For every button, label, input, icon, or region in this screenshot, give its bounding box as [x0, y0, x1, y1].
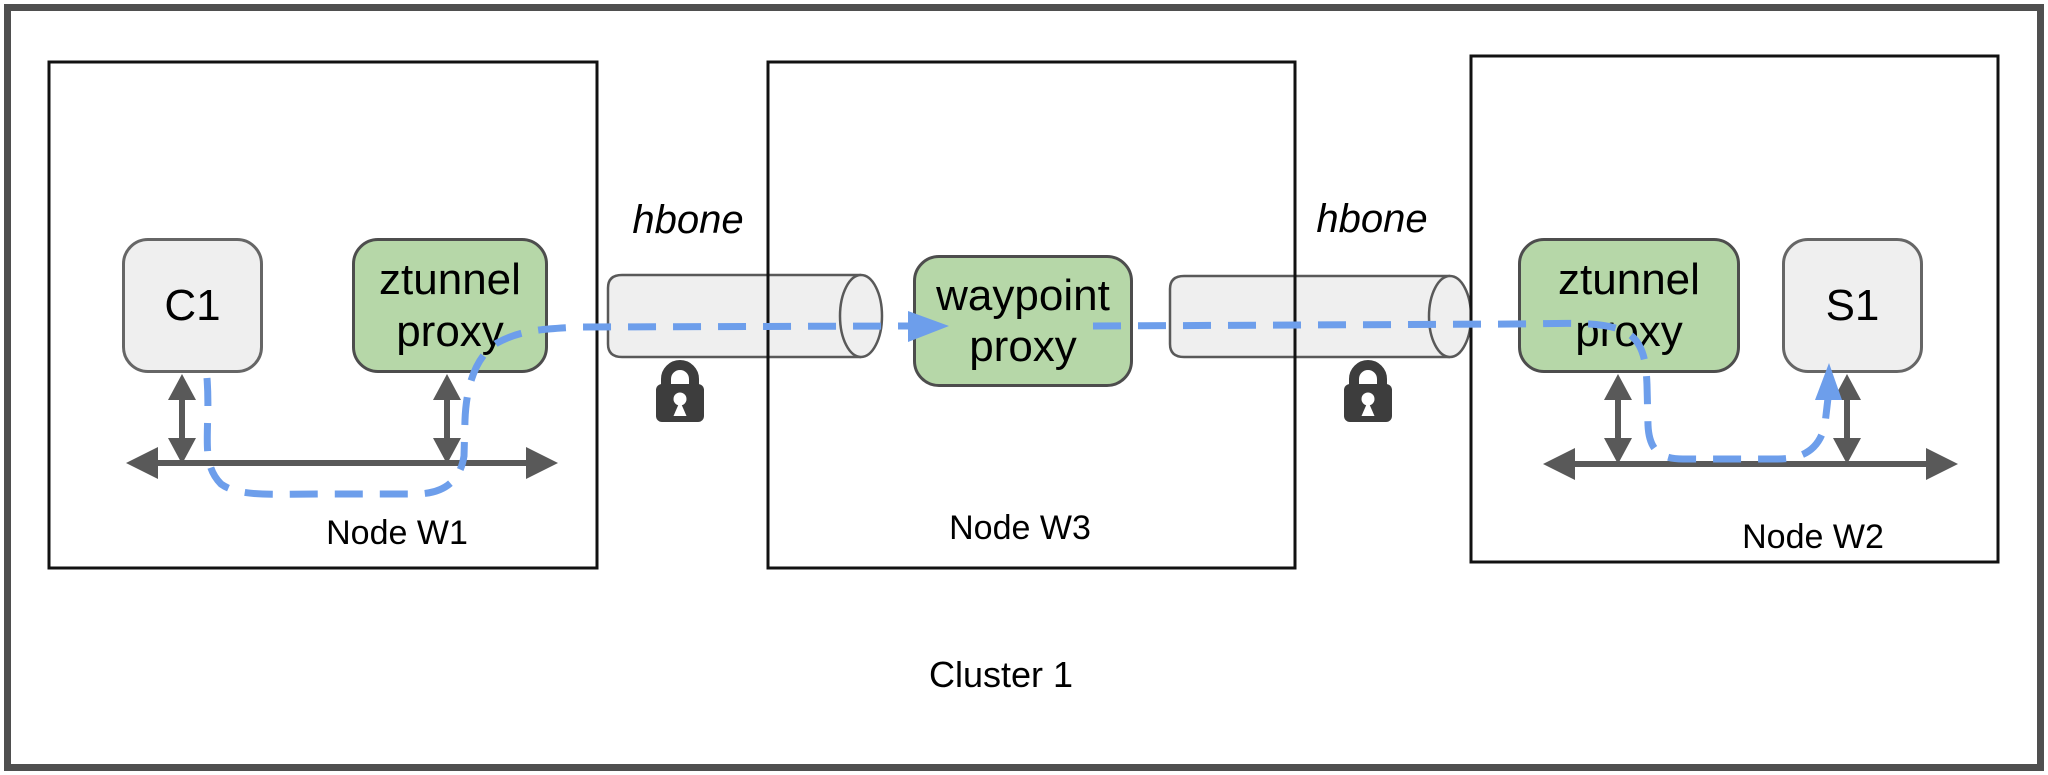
workload-c1-box: C1	[122, 238, 263, 373]
s1-network-arrow	[1833, 374, 1861, 464]
c1-network-arrow	[168, 374, 196, 464]
ztunnel-w1-network-arrow	[433, 374, 461, 464]
traffic-path-c1-to-waypoint	[203, 311, 949, 498]
ztunnel-proxy-w1-box: ztunnel proxy	[352, 238, 548, 373]
workload-s1-box: S1	[1782, 238, 1923, 373]
ztunnel-proxy-w2-box: ztunnel proxy	[1518, 238, 1740, 373]
node-w3-label: Node W3	[949, 509, 1091, 547]
hbone-label-1: hbone	[632, 198, 744, 242]
waypoint-proxy-box: waypoint proxy	[913, 255, 1133, 387]
waypoint-proxy-label: waypoint proxy	[936, 270, 1110, 371]
node-network-arrow-w2	[1543, 448, 1958, 480]
cluster-label: Cluster 1	[928, 654, 1074, 695]
node-network-arrow-w1	[126, 447, 558, 479]
hbone-tunnel-1	[606, 273, 884, 359]
c1-label: C1	[164, 280, 221, 330]
ztunnel-w2-network-arrow	[1604, 374, 1632, 464]
ztunnel-proxy-w1-label: ztunnel proxy	[379, 255, 521, 356]
s1-label: S1	[1825, 280, 1880, 330]
node-w2-label: Node W2	[1742, 518, 1884, 556]
hbone-tunnel-2	[1168, 274, 1473, 359]
lock-icon	[1344, 360, 1392, 422]
node-w1-label: Node W1	[326, 514, 468, 552]
ztunnel-proxy-w2-label: ztunnel proxy	[1558, 255, 1700, 356]
hbone-label-2: hbone	[1316, 197, 1428, 241]
lock-icon	[656, 360, 704, 422]
